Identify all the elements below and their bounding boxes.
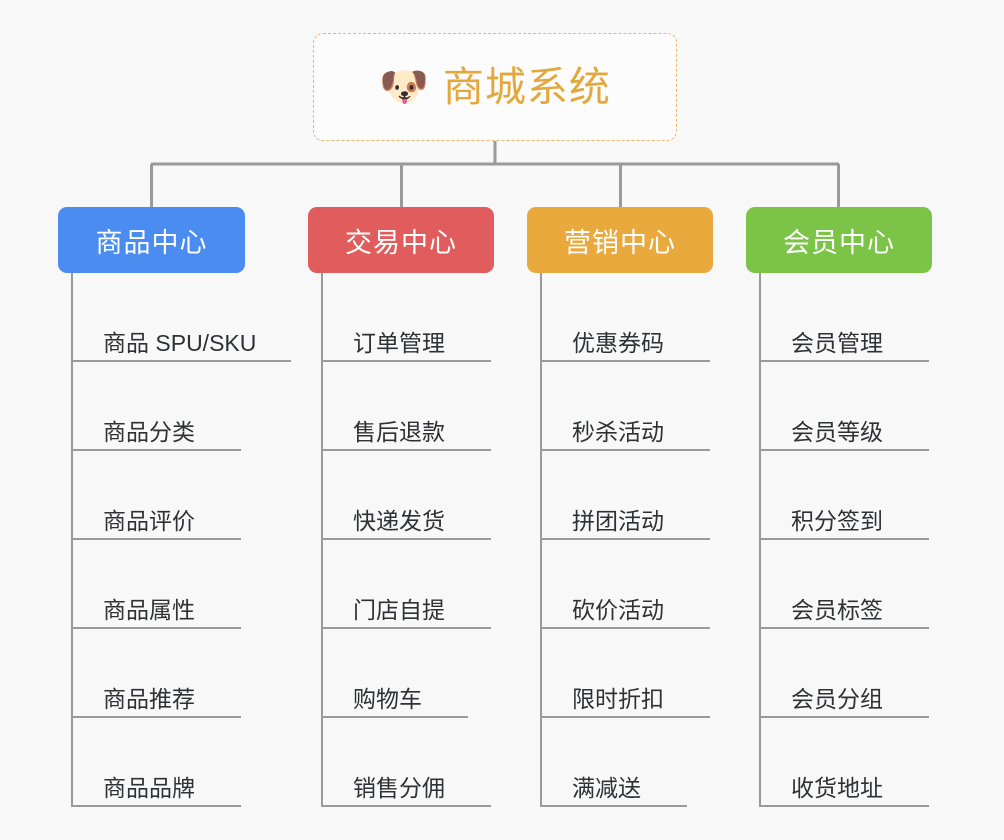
leaf-label: 订单管理	[353, 329, 445, 356]
leaf-underline	[73, 538, 241, 540]
category-label: 商品中心	[95, 227, 208, 258]
leaf-item[interactable]: 积分签到	[761, 451, 991, 540]
shiba-dog-face-icon: 🐶	[379, 65, 429, 109]
leaf-label: 秒杀活动	[572, 418, 664, 445]
leaf-item[interactable]: 拼团活动	[542, 451, 772, 540]
leaf-label: 商品推荐	[103, 685, 195, 712]
leaf-item[interactable]: 优惠券码	[542, 273, 772, 362]
leaf-underline	[73, 360, 291, 362]
leaf-label: 商品 SPU/SKU	[103, 329, 257, 356]
leaf-underline	[542, 360, 710, 362]
leaf-item[interactable]: 会员等级	[761, 362, 991, 451]
leaf-list-product-center: 商品 SPU/SKU 商品分类 商品评价 商品属性 商品推荐	[71, 273, 303, 807]
leaf-underline	[323, 627, 491, 629]
root-title: 商城系统	[442, 63, 611, 110]
leaf-item[interactable]: 商品 SPU/SKU	[73, 273, 303, 362]
category-header-member-center[interactable]: 会员中心	[746, 207, 932, 273]
leaf-item[interactable]: 商品推荐	[73, 629, 303, 718]
leaf-label: 积分签到	[791, 507, 883, 534]
leaf-label: 优惠券码	[572, 329, 664, 356]
leaf-label: 商品品牌	[103, 774, 195, 801]
leaf-label: 会员分组	[791, 685, 883, 712]
leaf-item[interactable]: 秒杀活动	[542, 362, 772, 451]
leaf-label: 收货地址	[791, 774, 883, 801]
leaf-underline	[761, 449, 929, 451]
leaf-underline	[761, 538, 929, 540]
leaf-label: 满减送	[572, 774, 641, 801]
leaf-label: 会员管理	[791, 329, 883, 356]
leaf-item[interactable]: 售后退款	[323, 362, 553, 451]
leaf-label: 商品分类	[103, 418, 195, 445]
leaf-item[interactable]: 商品品牌	[73, 718, 303, 807]
leaf-item[interactable]: 砍价活动	[542, 540, 772, 629]
leaf-label: 快递发货	[353, 507, 445, 534]
leaf-item[interactable]: 满减送	[542, 718, 772, 807]
root-node[interactable]: 🐶 商城系统	[313, 33, 677, 141]
leaf-underline	[542, 716, 710, 718]
category-label: 营销中心	[564, 227, 676, 258]
leaf-underline	[761, 805, 929, 807]
leaf-underline	[323, 805, 491, 807]
leaf-label: 购物车	[353, 685, 422, 712]
category-header-trade-center[interactable]: 交易中心	[308, 207, 494, 273]
leaf-item[interactable]: 会员管理	[761, 273, 991, 362]
leaf-underline	[73, 805, 241, 807]
leaf-underline	[542, 449, 710, 451]
column-product-center: 商品中心 商品 SPU/SKU 商品分类 商品评价 商品属性	[58, 207, 303, 807]
leaf-item[interactable]: 购物车	[323, 629, 553, 718]
leaf-item[interactable]: 门店自提	[323, 540, 553, 629]
leaf-underline	[761, 716, 929, 718]
leaf-item[interactable]: 会员标签	[761, 540, 991, 629]
leaf-label: 商品属性	[103, 596, 195, 623]
category-label: 交易中心	[345, 227, 457, 258]
category-label: 会员中心	[783, 227, 895, 258]
column-member-center: 会员中心 会员管理 会员等级 积分签到 会员标签	[746, 207, 991, 807]
leaf-underline	[323, 449, 491, 451]
leaf-label: 销售分佣	[353, 774, 445, 801]
column-marketing-center: 营销中心 优惠券码 秒杀活动 拼团活动 砍价活动	[527, 207, 772, 807]
leaf-item[interactable]: 快递发货	[323, 451, 553, 540]
leaf-item[interactable]: 商品属性	[73, 540, 303, 629]
leaf-underline	[323, 360, 491, 362]
leaf-item[interactable]: 商品评价	[73, 451, 303, 540]
leaf-underline	[73, 449, 241, 451]
leaf-label: 限时折扣	[572, 685, 664, 712]
leaf-list-marketing-center: 优惠券码 秒杀活动 拼团活动 砍价活动 限时折扣	[540, 273, 772, 807]
leaf-underline	[323, 538, 491, 540]
leaf-item[interactable]: 商品分类	[73, 362, 303, 451]
leaf-list-member-center: 会员管理 会员等级 积分签到 会员标签 会员分组	[759, 273, 991, 807]
leaf-underline	[761, 627, 929, 629]
leaf-item[interactable]: 订单管理	[323, 273, 553, 362]
leaf-label: 门店自提	[353, 596, 445, 623]
column-trade-center: 交易中心 订单管理 售后退款 快递发货 门店自提	[308, 207, 553, 807]
leaf-underline	[542, 805, 687, 807]
leaf-label: 拼团活动	[572, 507, 664, 534]
leaf-label: 售后退款	[353, 418, 445, 445]
leaf-list-trade-center: 订单管理 售后退款 快递发货 门店自提 购物车	[321, 273, 553, 807]
leaf-underline	[73, 716, 241, 718]
leaf-underline	[542, 627, 710, 629]
leaf-label: 砍价活动	[572, 596, 664, 623]
leaf-item[interactable]: 收货地址	[761, 718, 991, 807]
leaf-label: 会员标签	[791, 596, 883, 623]
leaf-item[interactable]: 销售分佣	[323, 718, 553, 807]
leaf-underline	[542, 538, 710, 540]
leaf-label: 会员等级	[791, 418, 883, 445]
leaf-item[interactable]: 会员分组	[761, 629, 991, 718]
leaf-item[interactable]: 限时折扣	[542, 629, 772, 718]
category-header-marketing-center[interactable]: 营销中心	[527, 207, 713, 273]
leaf-underline	[323, 716, 468, 718]
category-header-product-center[interactable]: 商品中心	[58, 207, 245, 273]
leaf-label: 商品评价	[103, 507, 195, 534]
leaf-underline	[761, 360, 929, 362]
leaf-underline	[73, 627, 241, 629]
